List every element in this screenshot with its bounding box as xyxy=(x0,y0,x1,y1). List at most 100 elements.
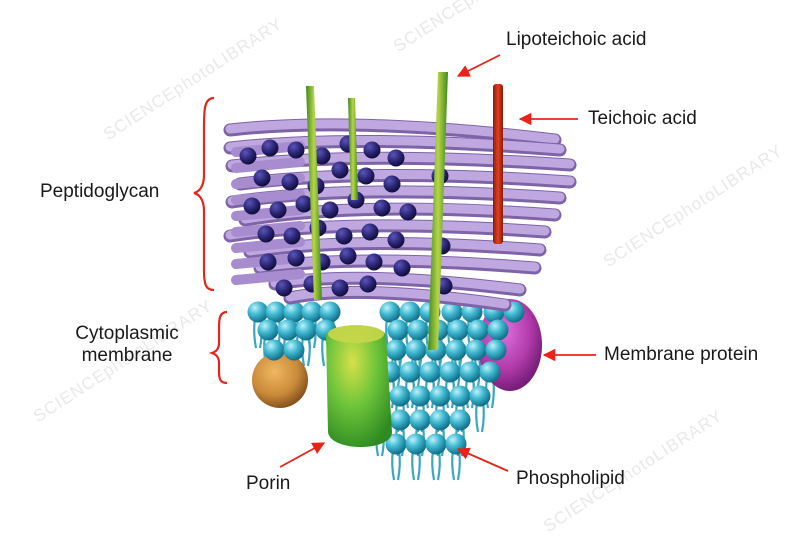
phospholipid-head xyxy=(387,319,409,341)
phospholipid-head xyxy=(319,301,341,323)
peptidoglycan-strand-end xyxy=(373,199,391,217)
phospholipid-head xyxy=(405,433,427,455)
phospholipid-label: Phospholipid xyxy=(516,468,625,489)
peptidoglycan-strand xyxy=(285,286,510,309)
peptidoglycan-strand-end xyxy=(287,141,305,159)
phospholipid-head xyxy=(449,385,471,407)
lipoteichoic-acid-rod xyxy=(428,72,448,350)
phospholipid-head xyxy=(469,385,491,407)
phospholipid-tail xyxy=(451,449,456,481)
peptidoglycan-strand xyxy=(231,157,305,173)
phospholipid-tail xyxy=(411,449,416,481)
peptidoglycan-bracket xyxy=(193,96,215,292)
peptidoglycan-strand-end xyxy=(383,175,401,193)
porin-channel-opening xyxy=(328,325,384,343)
phospholipid-tail xyxy=(480,401,485,433)
porin-protein xyxy=(326,325,392,447)
phospholipid-head xyxy=(441,301,463,323)
phospholipid-heads xyxy=(247,301,525,455)
peptidoglycan-strand-end xyxy=(269,201,287,219)
phospholipid-head xyxy=(429,409,451,431)
teichoic-acid-rod xyxy=(493,84,503,244)
phospholipid-head xyxy=(409,385,431,407)
phospholipid-head xyxy=(265,301,287,323)
peptidoglycan-strand-end xyxy=(243,197,261,215)
phospholipid-head xyxy=(429,385,451,407)
peptidoglycan-strand-end xyxy=(387,149,405,167)
phospholipid-tail xyxy=(253,317,258,349)
phospholipid-head xyxy=(407,319,429,341)
peptidoglycan-strand-end xyxy=(359,275,377,293)
phospholipid-tail xyxy=(475,401,480,433)
cytoplasmic-label-line1: Cytoplasmic xyxy=(75,323,179,344)
peptidoglycan-strand xyxy=(231,269,305,285)
phospholipid-tail xyxy=(431,449,436,481)
peptidoglycan-strand-ends xyxy=(239,135,453,297)
phospholipid-head xyxy=(389,409,411,431)
peptidoglycan-strand-end xyxy=(239,147,257,165)
phospholipid-head xyxy=(389,385,411,407)
peptidoglycan-strand-end xyxy=(331,161,349,179)
teichoic-acid-label: Teichoic acid xyxy=(588,108,697,129)
peptidoglycan-strand xyxy=(225,119,560,144)
porin-label: Porin xyxy=(246,473,291,494)
teichoic-rods xyxy=(306,72,503,350)
phospholipid-head xyxy=(283,339,305,361)
phospholipid-head xyxy=(379,301,401,323)
peptidoglycan-strand-end xyxy=(283,227,301,245)
cytoplasmic-membrane-label: Cytoplasmic membrane xyxy=(62,323,192,367)
cytoplasmic-bracket xyxy=(208,310,228,385)
proteins-front xyxy=(326,325,392,447)
phospholipid-head xyxy=(459,361,481,383)
peptidoglycan-strand-end xyxy=(339,247,357,265)
peptidoglycan-strand xyxy=(231,205,305,221)
phospholipid-head xyxy=(277,319,299,341)
peptidoglycan-strand-end xyxy=(321,201,339,219)
phospholipid-arrow xyxy=(456,447,509,472)
peptidoglycan-strand-end xyxy=(365,253,383,271)
lipoteichoic-acid-label: Lipoteichoic acid xyxy=(506,29,647,50)
wall-teichoic-rod xyxy=(348,98,358,200)
phospholipid-head xyxy=(257,319,279,341)
peptidoglycan-strand-end xyxy=(363,141,381,159)
phospholipid-tail xyxy=(321,335,326,367)
phospholipid-head xyxy=(439,361,461,383)
wall-teichoic-rod xyxy=(306,86,322,300)
phospholipid-head xyxy=(479,361,501,383)
phospholipid-head xyxy=(301,301,323,323)
brown-membrane-protein xyxy=(252,352,308,408)
phospholipid-head xyxy=(445,339,467,361)
peptidoglycan-strand-end xyxy=(295,195,313,213)
peptidoglycan-strand-end xyxy=(361,223,379,241)
phospholipid-head xyxy=(449,409,471,431)
phospholipid-head xyxy=(447,319,469,341)
peptidoglycan-strand-end xyxy=(357,167,375,185)
porin-arrow xyxy=(279,442,326,468)
membrane-protein-label: Membrane protein xyxy=(604,344,759,365)
phospholipid-head xyxy=(405,339,427,361)
phospholipid-head xyxy=(385,433,407,455)
peptidoglycan-strand-end xyxy=(399,203,417,221)
peptidoglycan-strand-end xyxy=(259,253,277,271)
phospholipid-head xyxy=(263,339,285,361)
phospholipid-head xyxy=(399,361,421,383)
peptidoglycan-strand-end xyxy=(261,139,279,157)
phospholipid-head xyxy=(485,339,507,361)
phospholipid-tail xyxy=(391,449,396,481)
peptidoglycan-strand-end xyxy=(331,279,349,297)
peptidoglycan-strand-end xyxy=(335,227,353,245)
phospholipid-head xyxy=(409,409,431,431)
peptidoglycan-strand-end xyxy=(275,279,293,297)
phospholipid-head xyxy=(467,319,489,341)
peptidoglycan-label: Peptidoglycan xyxy=(40,181,160,202)
phospholipid-head xyxy=(247,301,269,323)
cytoplasmic-label-line2: membrane xyxy=(81,345,173,366)
peptidoglycan-strand-end xyxy=(253,169,271,187)
phospholipid-head xyxy=(295,319,317,341)
phospholipid-head xyxy=(487,319,509,341)
peptidoglycan-strand-end xyxy=(281,173,299,191)
phospholipid-head xyxy=(425,433,447,455)
peptidoglycan-strand-end xyxy=(257,225,275,243)
